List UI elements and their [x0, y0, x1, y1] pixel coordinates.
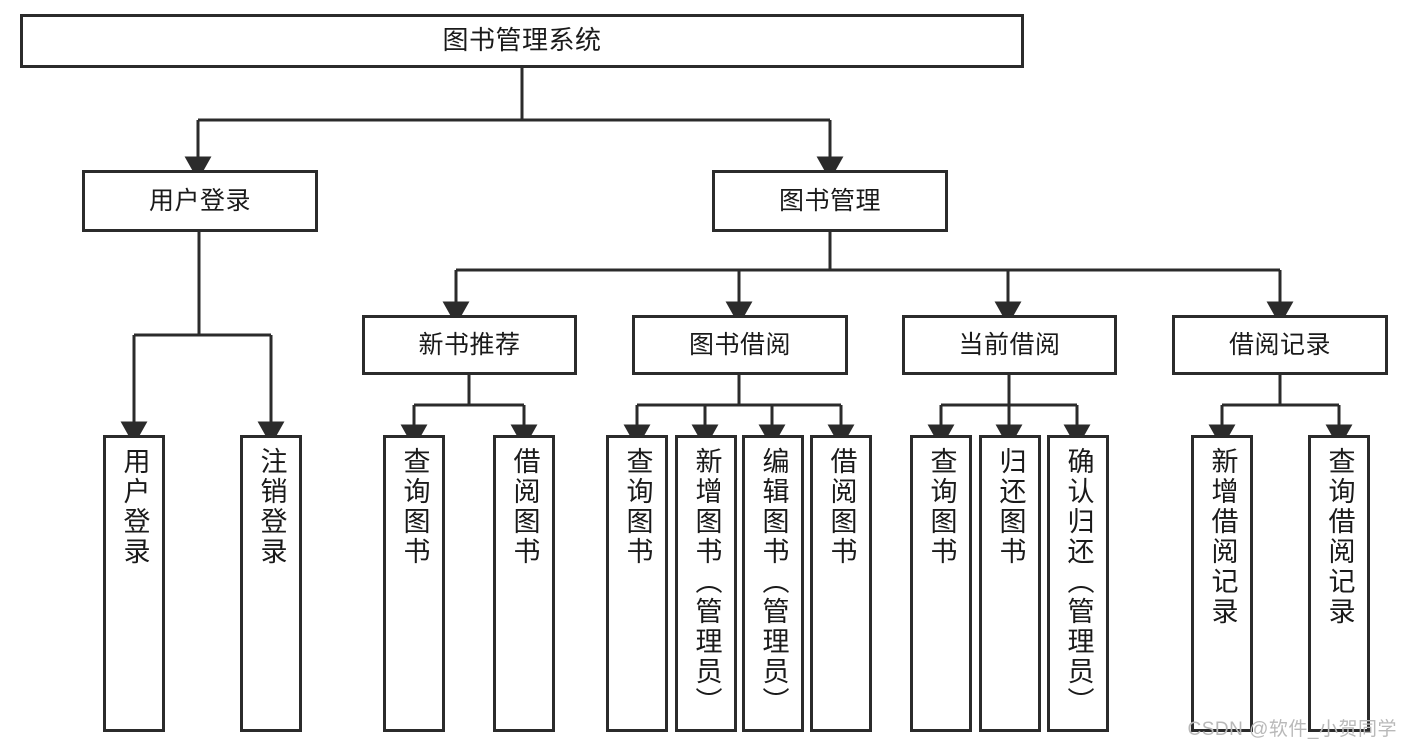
leaf-query-book-borrow[interactable]: 查询图书: [606, 435, 668, 732]
leaf-logout[interactable]: 注销登录: [240, 435, 302, 732]
leaf-borrow-book-newbook-label: 借阅图书: [509, 447, 540, 567]
leaf-query-book-newbook[interactable]: 查询图书: [383, 435, 445, 732]
node-current-borrow-label: 当前借阅: [958, 330, 1061, 359]
leaf-add-book-admin[interactable]: 新增图书（管理员）: [675, 435, 737, 732]
node-borrow-record[interactable]: 借阅记录: [1172, 315, 1388, 375]
leaf-user-login-label: 用户登录: [119, 447, 150, 567]
leaf-edit-book-admin[interactable]: 编辑图书（管理员）: [742, 435, 804, 732]
leaf-return-book-label: 归还图书: [995, 447, 1026, 567]
leaf-edit-book-admin-label: 编辑图书（管理员）: [758, 447, 789, 717]
node-root[interactable]: 图书管理系统: [20, 14, 1024, 68]
csdn-watermark: CSDN @软件_小贺同学: [1187, 719, 1397, 740]
node-book-borrow-label: 图书借阅: [688, 330, 791, 359]
leaf-query-book-borrow-label: 查询图书: [622, 447, 653, 567]
leaf-add-borrow-record-label: 新增借阅记录: [1207, 447, 1238, 627]
leaf-confirm-return-admin[interactable]: 确认归还（管理员）: [1047, 435, 1109, 732]
leaf-borrow-book[interactable]: 借阅图书: [810, 435, 872, 732]
leaf-confirm-return-admin-label: 确认归还（管理员）: [1063, 447, 1094, 717]
node-book-management[interactable]: 图书管理: [712, 170, 948, 232]
leaf-add-borrow-record[interactable]: 新增借阅记录: [1191, 435, 1253, 732]
leaf-user-login[interactable]: 用户登录: [103, 435, 165, 732]
leaf-borrow-book-label: 借阅图书: [826, 447, 857, 567]
node-user-login-label: 用户登录: [148, 186, 251, 215]
node-new-book-recommend-label: 新书推荐: [418, 330, 521, 359]
leaf-query-book-current[interactable]: 查询图书: [910, 435, 972, 732]
leaf-query-borrow-record-label: 查询借阅记录: [1324, 447, 1355, 627]
node-root-label: 图书管理系统: [442, 25, 602, 56]
leaf-query-book-current-label: 查询图书: [926, 447, 957, 567]
leaf-query-borrow-record[interactable]: 查询借阅记录: [1308, 435, 1370, 732]
leaf-logout-label: 注销登录: [256, 447, 287, 567]
leaf-add-book-admin-label: 新增图书（管理员）: [691, 447, 722, 717]
node-borrow-record-label: 借阅记录: [1228, 330, 1331, 359]
leaf-borrow-book-newbook[interactable]: 借阅图书: [493, 435, 555, 732]
leaf-query-book-newbook-label: 查询图书: [399, 447, 430, 567]
node-book-management-label: 图书管理: [778, 186, 881, 215]
leaf-return-book[interactable]: 归还图书: [979, 435, 1041, 732]
node-user-login[interactable]: 用户登录: [82, 170, 318, 232]
node-new-book-recommend[interactable]: 新书推荐: [362, 315, 577, 375]
node-book-borrow[interactable]: 图书借阅: [632, 315, 848, 375]
node-current-borrow[interactable]: 当前借阅: [902, 315, 1117, 375]
